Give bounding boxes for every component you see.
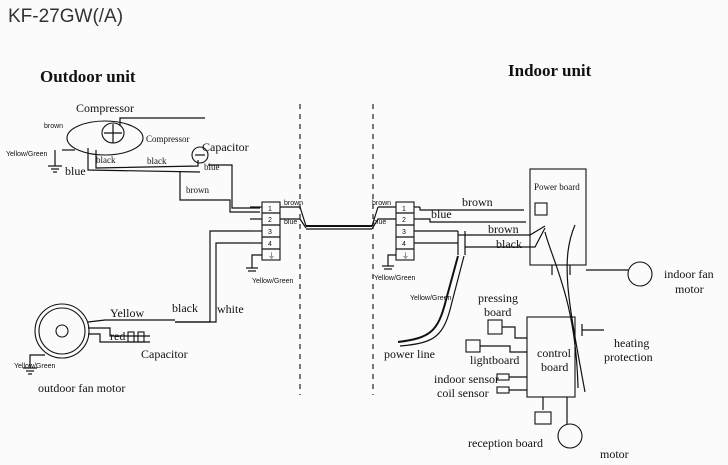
outdoor-terminal-2: 2 xyxy=(268,217,272,224)
wire-black-fan: black xyxy=(172,301,198,315)
indoor-terminal-ground-symbol: Yellow/Green xyxy=(374,254,415,282)
wire-blue-pb: blue xyxy=(431,207,452,221)
wire-black-low: black xyxy=(496,237,522,251)
outdoor-terminal-block: 1 2 3 4 ⏚ brown blue xyxy=(250,200,303,261)
outdoor-tb-brown: brown xyxy=(284,200,303,207)
coil-sensor: coil sensor xyxy=(437,386,527,400)
lightboard-label: lightboard xyxy=(470,353,519,367)
fan-capacitor-label: Capacitor xyxy=(141,347,188,361)
power-board: Power board xyxy=(529,168,587,275)
outdoor-tb-blue: blue xyxy=(284,219,297,226)
connection-cable xyxy=(299,206,379,230)
indoor-unit-heading: Indoor unit xyxy=(508,61,592,80)
wire-red-fan: red xyxy=(110,329,125,343)
power-line: power line Yellow/Green xyxy=(384,255,465,361)
indoor-unit: 1 2 3 4 ⏚ brown blue Yellow/Green xyxy=(372,168,714,461)
coil-sensor-label: coil sensor xyxy=(437,386,489,400)
pressing-board-label-1: pressing xyxy=(478,291,518,305)
wire-brown-low: brown xyxy=(488,222,519,236)
pressing-board: pressing board xyxy=(478,291,527,339)
indoor-tb-brown: brown xyxy=(372,200,391,207)
indoor-terminal-1: 1 xyxy=(402,206,406,213)
capacitor-label: Capacitor xyxy=(202,140,249,154)
wire-black-capacitor: black xyxy=(147,156,167,166)
power-line-label: power line xyxy=(384,347,435,361)
wire-white-fan: white xyxy=(217,302,244,316)
indoor-fan-label-2: motor xyxy=(675,282,704,296)
pressing-board-label-2: board xyxy=(484,305,511,319)
heating-protection-label-2: protection xyxy=(604,350,653,364)
wire-blue-capacitor: blue xyxy=(204,162,220,172)
fan-ground: Yellow/Green xyxy=(14,354,55,375)
control-board: control board xyxy=(526,316,576,398)
outdoor-unit-heading: Outdoor unit xyxy=(40,67,136,86)
indoor-terminal-ground: ⏚ xyxy=(402,252,409,260)
compressor-capacitor: Capacitor black blue brown xyxy=(147,140,249,195)
outdoor-fan-motor: Yellow red Capacitor outdoor fan motor xyxy=(34,303,188,395)
outdoor-terminal-4: 4 xyxy=(268,241,272,248)
wire-brown-compressor: brown xyxy=(44,123,63,130)
compressor-ground: Yellow/Green xyxy=(6,149,75,173)
outdoor-terminal-1: 1 xyxy=(268,206,272,213)
heating-protection-label-1: heating xyxy=(614,336,649,350)
indoor-ground-terminal-label: Yellow/Green xyxy=(374,275,415,282)
indoor-fan-label-1: indoor fan xyxy=(664,267,714,281)
outdoor-terminal-ground: ⏚ xyxy=(268,252,275,260)
indoor-fan-motor: indoor fan motor xyxy=(627,261,714,296)
compressor-label: Compressor xyxy=(76,101,134,115)
indoor-sensor-label: indoor sensor xyxy=(434,372,499,386)
wire-black-compressor: black xyxy=(96,155,116,165)
ground-label-fan: Yellow/Green xyxy=(14,363,55,370)
outdoor-terminal-ground-symbol: Yellow/Green xyxy=(246,254,293,285)
wire-brown-pb: brown xyxy=(462,195,493,209)
wire-blue-compressor: blue xyxy=(65,164,86,178)
indoor-terminal-2: 2 xyxy=(402,217,406,224)
indoor-terminal-3: 3 xyxy=(402,229,406,236)
control-board-label-1: control xyxy=(537,346,572,360)
outdoor-unit: Compressor Compressor brown black blue Y… xyxy=(6,101,303,395)
indoor-terminal-block: 1 2 3 4 ⏚ brown blue xyxy=(372,200,466,261)
indoor-tb-blue: blue xyxy=(373,219,386,226)
indoor-terminal-4: 4 xyxy=(402,241,406,248)
outdoor-fan-motor-label: outdoor fan motor xyxy=(38,381,125,395)
compressor: Compressor Compressor brown black blue xyxy=(44,101,190,178)
indoor-sensor: indoor sensor xyxy=(434,372,527,386)
lightboard: lightboard xyxy=(465,339,527,367)
motor: motor xyxy=(557,397,629,461)
diagram-title: KF-27GW(/A) xyxy=(8,6,123,27)
wire-brown-capacitor: brown xyxy=(186,185,209,195)
reception-board: reception board xyxy=(468,397,552,450)
control-board-label-2: board xyxy=(541,360,568,374)
motor-label: motor xyxy=(600,447,629,461)
compressor-label-small: Compressor xyxy=(146,134,190,144)
ground-label-terminal: Yellow/Green xyxy=(252,278,293,285)
power-board-label: Power board xyxy=(534,182,580,192)
indoor-ground-line-label: Yellow/Green xyxy=(410,295,451,302)
wire-yellow-fan: Yellow xyxy=(110,306,144,320)
outdoor-terminal-3: 3 xyxy=(268,229,272,236)
reception-board-label: reception board xyxy=(468,436,543,450)
ground-label-compressor: Yellow/Green xyxy=(6,151,47,158)
heating-protection: heating protection xyxy=(581,324,653,364)
